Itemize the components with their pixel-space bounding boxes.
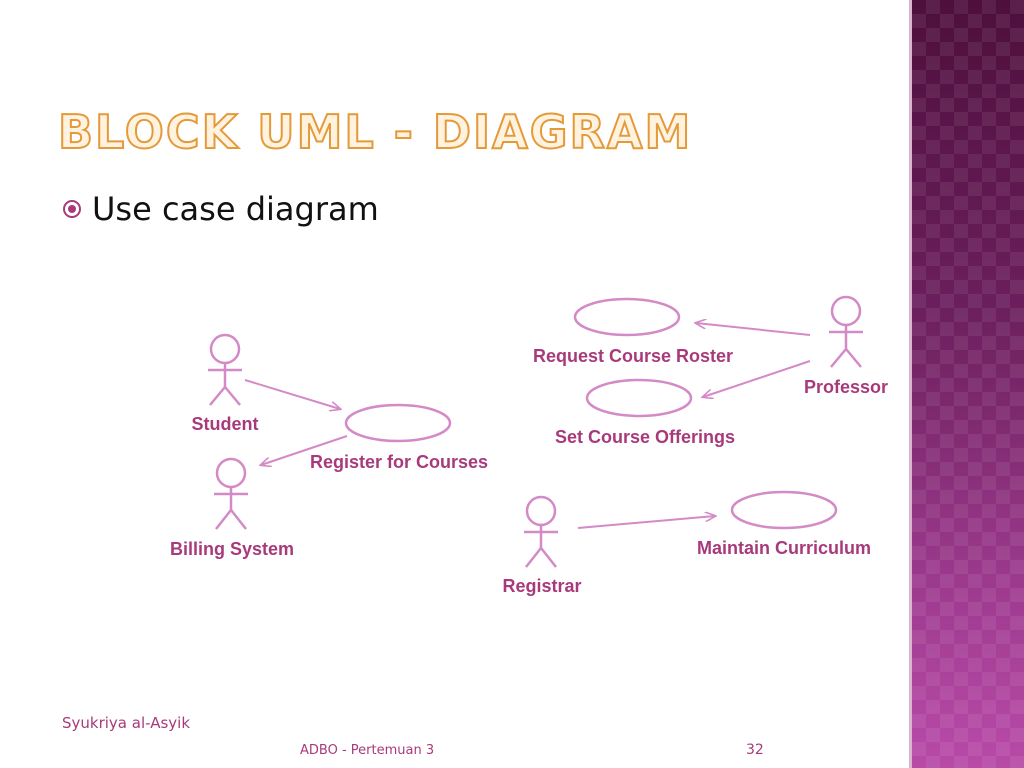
billing-system-actor-icon — [214, 457, 248, 530]
association-arrow — [244, 379, 340, 409]
association-arrow — [703, 360, 811, 397]
offerings-use-case-label: Set Course Offerings — [555, 427, 735, 447]
use-case-diagram: Student Billing System Professor Registr… — [170, 295, 888, 596]
professor-actor-icon — [829, 295, 863, 368]
offerings-use-case-ellipse — [585, 378, 693, 418]
slide-title: Block UML - Diagram — [57, 104, 693, 160]
student-actor-icon — [208, 333, 242, 406]
side-panel-edge — [909, 0, 912, 768]
curriculum-use-case-ellipse — [730, 490, 838, 530]
register-use-case-label: Register for Courses — [310, 452, 488, 472]
roster-use-case-ellipse — [573, 297, 681, 337]
curriculum-use-case-label: Maintain Curriculum — [697, 538, 871, 558]
association-arrow — [696, 323, 811, 336]
page-number: 32 — [746, 742, 764, 758]
professor-label: Professor — [804, 377, 888, 397]
registrar-actor-icon — [524, 495, 558, 568]
footer-course: ADBO - Pertemuan 3 — [300, 743, 435, 758]
footer-author: Syukriya al-Asyik — [62, 714, 191, 732]
registrar-label: Registrar — [502, 576, 581, 596]
radio-bullet-icon — [63, 200, 81, 218]
bullet-item: Use case diagram — [62, 190, 379, 228]
billing-system-label: Billing System — [170, 539, 294, 559]
association-arrow — [577, 516, 715, 529]
roster-use-case-label: Request Course Roster — [533, 346, 733, 366]
register-use-case-ellipse — [344, 403, 452, 443]
student-label: Student — [192, 414, 259, 434]
association-arrow — [261, 435, 348, 465]
bullet-text: Use case diagram — [92, 190, 379, 228]
decorative-side-panel — [912, 0, 1024, 768]
